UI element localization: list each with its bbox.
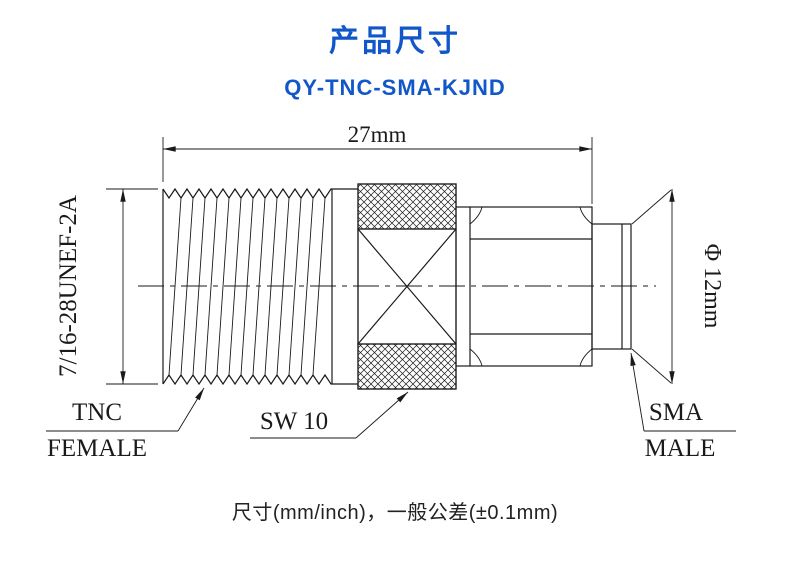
sma-plug-section [591,223,632,350]
thread-spec-text: 7/16-28UNEF-2A [55,195,82,377]
page-title: 产品尺寸 [329,25,461,58]
header: 产品尺寸 QY-TNC-SMA-KJND [0,0,790,102]
knurl-section [357,183,457,390]
diameter-dimension: Φ 12mm [631,188,725,385]
tnc-thread-section [162,187,358,386]
length-dimension: 27mm [162,122,593,204]
diameter-dimension-text: Φ 12mm [699,244,725,329]
tolerance-note: 尺寸(mm/inch)，一般公差(±0.1mm) [231,502,559,524]
wrench-size-callout: SW 10 [250,391,409,439]
tnc-callout: TNC FEMALE [46,387,205,462]
wrench-size-label: SW 10 [260,408,328,435]
thread-spec-dimension: 7/16-28UNEF-2A [55,188,158,385]
sma-gender-label: MALE [645,435,716,462]
sma-label: SMA [649,399,703,426]
product-model: QY-TNC-SMA-KJND [284,75,506,100]
tnc-label: TNC [72,399,122,426]
tnc-gender-label: FEMALE [47,435,147,462]
sma-callout: SMA MALE [630,352,736,462]
hex-section [456,206,593,367]
technical-drawing: 27mm 7/16-28UNEF-2A Φ 12mm TNC FEMALE SW… [46,122,736,462]
length-dimension-text: 27mm [348,122,407,147]
